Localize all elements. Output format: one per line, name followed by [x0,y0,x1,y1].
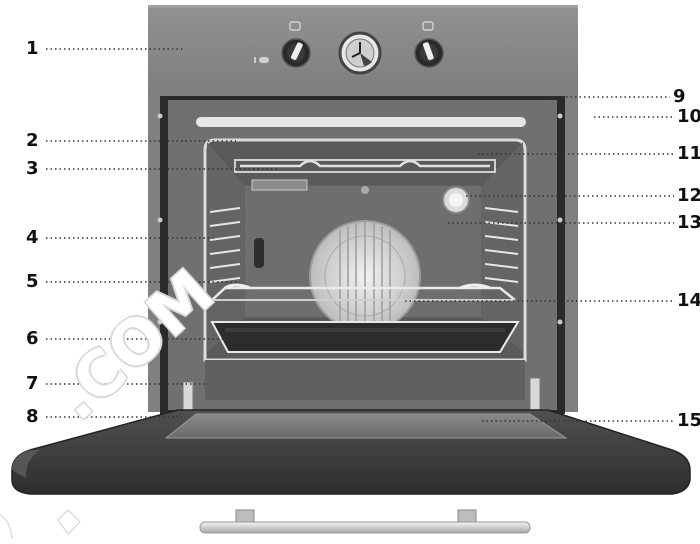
label-7: 7 [26,375,39,393]
label-5: 5 [26,273,39,291]
label-6: 6 [26,330,39,348]
label-3: 3 [26,160,39,178]
label-4: 4 [26,229,39,247]
door-hinge-left [183,382,193,412]
label-15: 15 [677,412,700,430]
door-hinge-right [530,378,540,412]
label-12: 12 [677,187,700,205]
label-13: 13 [677,214,700,232]
label-1: 1 [26,40,39,58]
door-handle [200,510,530,533]
oven-door [12,410,690,494]
left-element [254,238,264,268]
clock-dial [340,33,380,73]
label-14: 14 [677,292,700,310]
label-10: 10 [677,108,700,126]
watermark-shapes [0,510,80,539]
oven-lamp [443,187,469,213]
cavity-bottom [205,360,525,400]
fan-guard [310,221,420,331]
label-8: 8 [26,408,39,426]
label-11: 11 [677,145,700,163]
baking-tray [212,322,518,352]
label-9: 9 [673,88,686,106]
label-2: 2 [26,132,39,150]
